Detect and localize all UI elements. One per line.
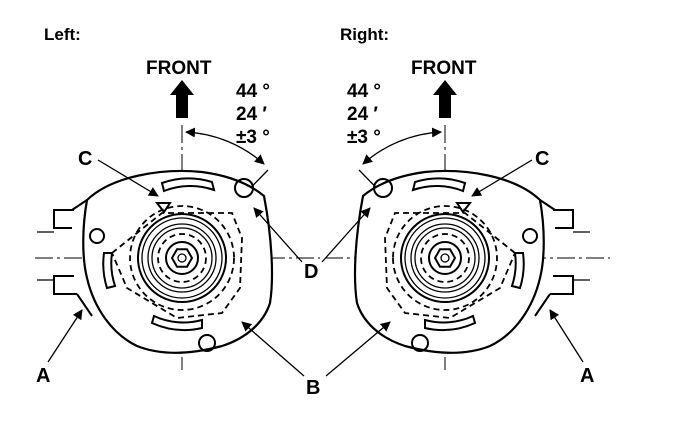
left-side-label: Left:: [44, 25, 81, 44]
right-callout-c-leader: [471, 159, 533, 197]
right-side-label: Right:: [340, 25, 389, 44]
right-angle-degrees: 44 °: [347, 81, 381, 102]
right-callout-c: C: [535, 148, 549, 170]
callout-d-leader-left: [253, 207, 303, 263]
callout-d-leader-right: [321, 207, 371, 263]
left-callout-a: A: [36, 365, 50, 387]
left-angle-minutes: 24 ′: [236, 104, 267, 125]
right-callout-a: A: [580, 365, 594, 387]
callout-b-leader-left: [241, 321, 305, 377]
left-front-arrow-icon: [170, 80, 194, 118]
callout-b-leader-right: [325, 321, 391, 377]
left-angle-arc: [185, 127, 265, 165]
right-angle-tolerance: ±3 °: [347, 127, 381, 148]
left-callout-c: C: [78, 148, 92, 170]
left-callout-a-leader: [47, 309, 83, 363]
right-angle-arc: [362, 127, 442, 165]
left-angle-degrees: 44 °: [236, 81, 270, 102]
right-strut-mount: [353, 169, 592, 354]
callout-b: B: [306, 377, 320, 399]
left-front-label: FRONT: [146, 58, 212, 79]
right-angle-minutes: 24 ′: [347, 104, 378, 125]
left-angle-tolerance: ±3 °: [236, 127, 270, 148]
right-front-label: FRONT: [411, 58, 477, 79]
right-callout-a-leader: [549, 309, 584, 363]
left-callout-c-leader: [97, 159, 159, 197]
callout-d: D: [304, 261, 318, 283]
right-front-arrow-icon: [433, 80, 457, 118]
